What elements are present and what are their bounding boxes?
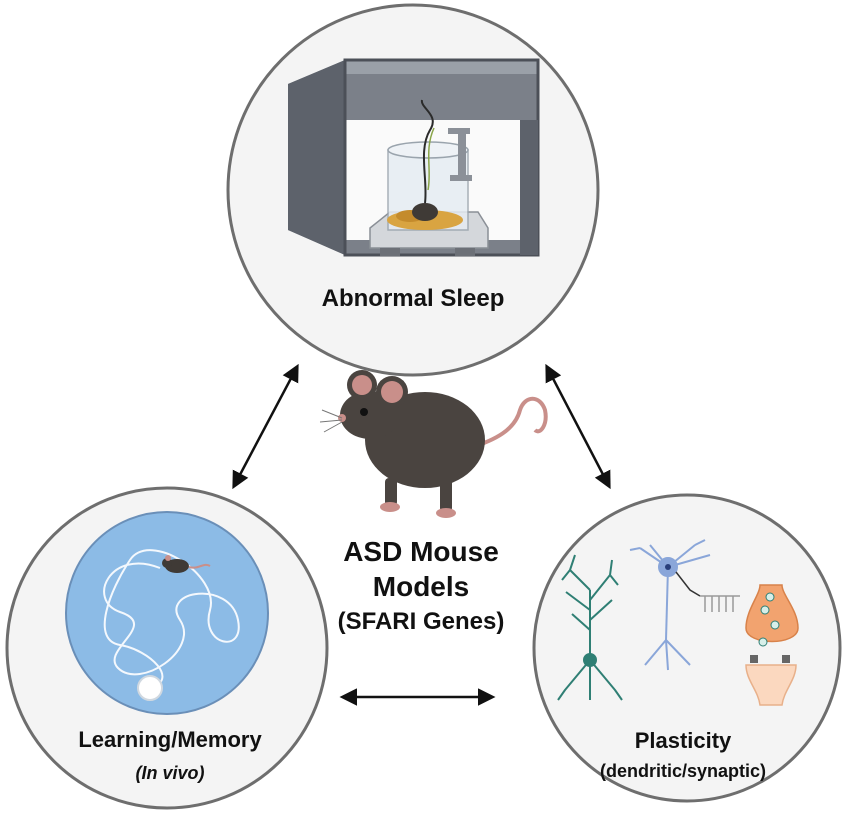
plasticity-circle — [532, 493, 842, 803]
plasticity-node: Plasticity (dendritic/synaptic) — [532, 493, 842, 803]
platform-marker — [137, 675, 163, 701]
synapse-icon — [745, 584, 799, 706]
center-label-line3: (SFARI Genes) — [338, 608, 505, 635]
pyramidal-neuron-icon — [557, 554, 623, 701]
center-label-line2: Models — [373, 571, 469, 602]
learning-node: Learning/Memory (In vivo) — [5, 486, 329, 810]
learning-title: Learning/Memory — [78, 727, 262, 752]
learning-subtitle: (In vivo) — [135, 763, 204, 783]
sleep-chamber-icon — [288, 58, 540, 257]
stellate-neuron-icon — [629, 539, 740, 671]
plasticity-title: Plasticity — [635, 728, 732, 753]
center-label-line1: ASD Mouse — [343, 536, 499, 567]
plasticity-subtitle: (dendritic/synaptic) — [600, 761, 766, 781]
arrow-sleep-plasticity — [545, 363, 611, 490]
sleep-node: Abnormal Sleep — [226, 3, 600, 377]
water-maze-icon — [65, 511, 269, 715]
swimming-mouse-icon — [162, 555, 211, 573]
mouse-icon — [319, 370, 548, 518]
sleep-title: Abnormal Sleep — [322, 285, 505, 312]
arrow-sleep-learning — [232, 363, 299, 490]
